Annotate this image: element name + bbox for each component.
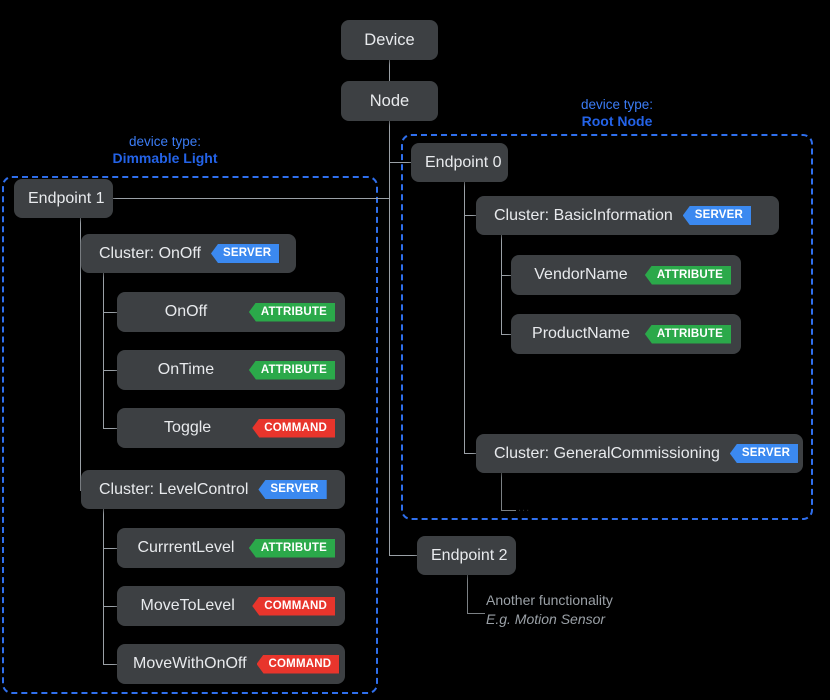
endpoint2-annotation-line1: Another functionality	[486, 592, 613, 608]
connector-onoff-to-item-toggle	[103, 428, 120, 429]
connector-basicinformation-to-vendorname	[501, 275, 516, 276]
node-device[interactable]: Device	[341, 20, 438, 60]
node-cluster-levelcontrol-label: Cluster: LevelControl	[99, 480, 249, 498]
devicetype-kicker: device type:	[580, 97, 654, 112]
devicetype-caption-dimmable-light: device type: Dimmable Light	[95, 134, 235, 166]
node-item-ontime[interactable]: OnTime ATTRIBUTE	[117, 350, 345, 390]
badge-attribute: ATTRIBUTE	[644, 265, 731, 285]
badge-attribute: ATTRIBUTE	[644, 324, 731, 344]
node-item-productname[interactable]: ProductName ATTRIBUTE	[511, 314, 741, 354]
connector-endpoint2-spine	[467, 573, 468, 613]
node-item-movetolevel-label: MoveToLevel	[140, 597, 235, 614]
badge-attribute: ATTRIBUTE	[248, 360, 335, 380]
node-item-vendorname[interactable]: VendorName ATTRIBUTE	[511, 255, 741, 295]
node-item-movewithonoff[interactable]: MoveWithOnOff COMMAND	[117, 644, 345, 684]
node-cluster-basicinformation-label: Cluster: BasicInformation	[494, 206, 673, 224]
devicetype-caption-root-node: device type: Root Node	[547, 97, 687, 129]
connector-onoff-to-item-ontime	[103, 370, 120, 371]
node-endpoint-0-label: Endpoint 0	[425, 153, 502, 171]
connector-generalcommissioning-spine	[501, 470, 502, 510]
node-item-productname-label: ProductName	[532, 325, 630, 342]
connector-endpoint0-spine	[464, 180, 465, 453]
connector-levelcontrol-spine	[103, 507, 104, 664]
devicetype-container-dimmable-light	[2, 176, 378, 694]
generalcommissioning-more-ellipsis: ...	[518, 502, 531, 514]
node-endpoint-0[interactable]: Endpoint 0	[411, 143, 508, 182]
connector-onoff-to-item-onoff	[103, 312, 120, 313]
node-item-toggle[interactable]: Toggle COMMAND	[117, 408, 345, 448]
connector-basicinformation-to-productname	[501, 334, 516, 335]
badge-server: SERVER	[682, 206, 752, 225]
node-item-movetolevel[interactable]: MoveToLevel COMMAND	[117, 586, 345, 626]
node-cluster-basicinformation[interactable]: Cluster: BasicInformation SERVER	[476, 196, 779, 235]
node-endpoint-2-label: Endpoint 2	[431, 546, 508, 564]
connector-endpoint2-to-annotation	[467, 613, 485, 614]
badge-command: COMMAND	[252, 596, 335, 616]
node-cluster-generalcommissioning-label: Cluster: GeneralCommissioning	[494, 444, 720, 462]
connector-onoff-spine	[103, 271, 104, 428]
connector-node-trunk	[389, 120, 390, 555]
connector-endpoint0-to-basicinformation	[464, 215, 480, 216]
connector-levelcontrol-to-movetolevel	[103, 606, 120, 607]
endpoint2-annotation: Another functionality E.g. Motion Sensor	[486, 591, 613, 629]
connector-basicinformation-spine	[501, 232, 502, 334]
badge-server: SERVER	[258, 480, 327, 499]
node-item-currrentlevel[interactable]: CurrrentLevel ATTRIBUTE	[117, 528, 345, 568]
connector-endpoint0-to-generalcommissioning	[464, 453, 480, 454]
node-item-currrentlevel-label: CurrrentLevel	[137, 539, 235, 556]
devicetype-container-root-node	[401, 134, 813, 520]
node-endpoint-1-label: Endpoint 1	[28, 189, 105, 207]
connector-trunk-endpoint1	[113, 198, 390, 199]
node-node-label: Node	[369, 91, 410, 110]
badge-command: COMMAND	[256, 654, 340, 674]
devicetype-name: Dimmable Light	[112, 149, 218, 166]
node-endpoint-2[interactable]: Endpoint 2	[417, 536, 516, 575]
node-node[interactable]: Node	[341, 81, 438, 121]
node-item-onoff-label: OnOff	[164, 303, 208, 320]
badge-command: COMMAND	[252, 418, 335, 438]
devicetype-name: Root Node	[581, 112, 653, 129]
node-item-ontime-label: OnTime	[157, 361, 215, 378]
connector-trunk-endpoint0	[389, 162, 411, 163]
connector-levelcontrol-to-currrentlevel	[103, 548, 120, 549]
connector-endpoint1-spine	[80, 215, 81, 491]
node-item-movewithonoff-label: MoveWithOnOff	[133, 655, 247, 672]
node-cluster-levelcontrol[interactable]: Cluster: LevelControl SERVER	[81, 470, 345, 509]
badge-attribute: ATTRIBUTE	[248, 538, 335, 558]
node-item-vendorname-label: VendorName	[534, 266, 628, 283]
badge-attribute: ATTRIBUTE	[248, 302, 335, 322]
node-endpoint-1[interactable]: Endpoint 1	[14, 179, 113, 218]
connector-levelcontrol-to-movewithonoff	[103, 664, 120, 665]
connector-trunk-endpoint2	[389, 555, 417, 556]
node-item-toggle-label: Toggle	[164, 419, 212, 436]
node-cluster-onoff-label: Cluster: OnOff	[99, 244, 201, 262]
endpoint2-annotation-line2: E.g. Motion Sensor	[486, 610, 606, 627]
connector-generalcommissioning-to-more	[501, 510, 516, 511]
node-device-label: Device	[364, 30, 415, 49]
node-cluster-generalcommissioning[interactable]: Cluster: GeneralCommissioning SERVER	[476, 434, 803, 473]
connector-device-node	[389, 60, 390, 82]
badge-server: SERVER	[729, 444, 799, 463]
node-item-onoff[interactable]: OnOff ATTRIBUTE	[117, 292, 345, 332]
devicetype-kicker: device type:	[128, 134, 202, 149]
badge-server: SERVER	[210, 244, 280, 263]
node-cluster-onoff[interactable]: Cluster: OnOff SERVER	[81, 234, 296, 273]
